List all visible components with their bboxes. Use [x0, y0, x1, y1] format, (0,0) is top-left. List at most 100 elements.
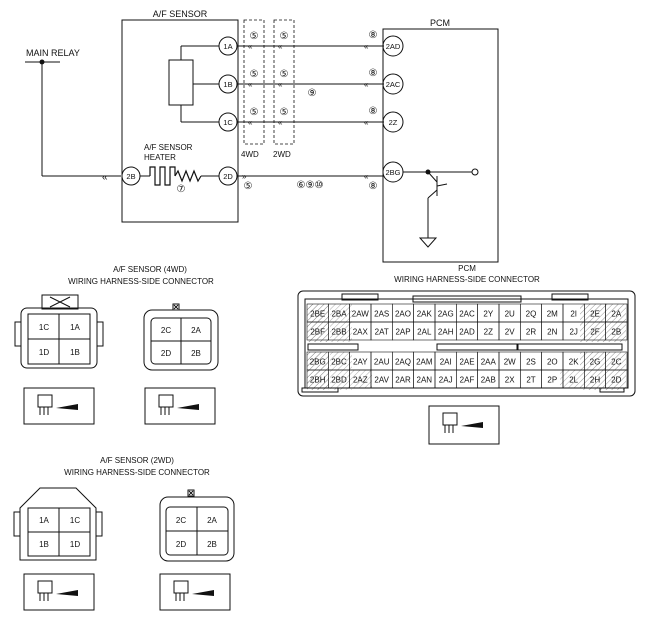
- pcm-terminal-2ad-label: 2AD: [386, 42, 401, 51]
- af-sensor-title: A/F SENSOR: [153, 9, 208, 19]
- open-terminal: [471, 168, 479, 176]
- sensor-element: [168, 59, 194, 106]
- terminal-2b-label: 2B: [126, 172, 135, 181]
- note-5: ⑤: [250, 31, 259, 42]
- pcm-pin-label: 2BE: [310, 310, 325, 319]
- ground-icon: [418, 237, 438, 248]
- pcm-pin-label: 2AH: [438, 328, 454, 337]
- svg-text:«: «: [248, 118, 253, 127]
- connector-view-icon: [159, 573, 231, 611]
- pcm-connector-outer: [297, 290, 636, 397]
- pcm-pin-label: 2I: [570, 310, 577, 319]
- pcm-pin-label: 2Y: [483, 310, 493, 319]
- pin-2b: 2B: [207, 540, 217, 549]
- note-5: ⑤: [280, 31, 289, 42]
- svg-text:«: «: [364, 80, 369, 89]
- pin-2c: 2C: [176, 516, 186, 525]
- svg-text:«: «: [248, 42, 253, 51]
- note-8: ⑧: [369, 106, 378, 117]
- schematic: A/F SENSOR PCM MAIN RELAY « A/F SENSOR H…: [25, 9, 499, 263]
- pcm-pin-label: 2M: [547, 310, 558, 319]
- pcm-pin-label: 2AZ: [353, 376, 368, 385]
- pcm-title: PCM: [430, 18, 450, 28]
- pcm-pin-label: 2AC: [459, 310, 475, 319]
- af4wd-title-2: WIRING HARNESS-SIDE CONNECTOR: [68, 277, 214, 286]
- pcm-pin-label: 2AY: [353, 358, 368, 367]
- pcm-pin-label: 2AB: [481, 376, 496, 385]
- pcm-pin-label: 2X: [505, 376, 515, 385]
- pin-1d: 1D: [39, 348, 49, 357]
- pcm-pin-label: 2BB: [331, 328, 346, 337]
- pin-1b: 1B: [70, 348, 80, 357]
- pin-2a: 2A: [191, 326, 201, 335]
- af-sensor-box: [121, 19, 239, 223]
- pin-1b: 1B: [39, 540, 49, 549]
- pcm-pin-label: 2BH: [310, 376, 326, 385]
- connector-view-icon: [23, 573, 95, 611]
- terminal-1a-label: 1A: [223, 42, 232, 51]
- note-5: ⑤: [250, 107, 259, 118]
- svg-text:«: «: [364, 172, 369, 181]
- pcm-pin-cell: [605, 321, 628, 341]
- pcm-pin-label: 2AK: [417, 310, 433, 319]
- pcm-terminal-2z-label: 2Z: [389, 118, 398, 127]
- label-2wd: 2WD: [273, 150, 291, 159]
- pin-1d: 1D: [70, 540, 80, 549]
- pcm-pin-label: 2C: [611, 358, 621, 367]
- connector-1-2wd: 1A 1C 1B 1D: [13, 487, 103, 561]
- note-8: ⑧: [369, 181, 378, 192]
- pcm-pin-label: 2BF: [310, 328, 325, 337]
- heater-resistor: [174, 169, 202, 183]
- pcm-pin-label: 2AQ: [395, 358, 411, 367]
- pcm-pin-label: 2AG: [438, 310, 454, 319]
- pcm-pin-label: 2O: [547, 358, 558, 367]
- connector-2-2wd: 2C 2A 2D 2B: [159, 489, 235, 562]
- connector-arrows: ««« ««« ««« »«: [242, 42, 369, 181]
- pin-1a: 1A: [70, 323, 80, 332]
- pin-1c: 1C: [70, 516, 80, 525]
- pin-2c: 2C: [161, 326, 171, 335]
- pcm-pin-label: 2BC: [331, 358, 347, 367]
- pcm-pin-label: 2AE: [459, 358, 474, 367]
- pin-2d: 2D: [176, 540, 186, 549]
- pcm-pin-cell: [605, 369, 628, 389]
- main-relay-label: MAIN RELAY: [26, 48, 80, 58]
- pcm-pin-label: 2AV: [374, 376, 389, 385]
- pcm-pin-label: 2Z: [484, 328, 493, 337]
- pcm-pin-label: 2J: [569, 328, 577, 337]
- pcm-pin-label: 2K: [569, 358, 579, 367]
- pcm-pin-label: 2Q: [526, 310, 537, 319]
- af2wd-title-2: WIRING HARNESS-SIDE CONNECTOR: [64, 468, 210, 477]
- pcm-pin-label: 2U: [505, 310, 515, 319]
- dashed-box-4wd: [243, 19, 265, 145]
- pcm-pin-label: 2B: [611, 328, 621, 337]
- af-4wd-connectors: A/F SENSOR (4WD) WIRING HARNESS-SIDE CON…: [14, 265, 219, 425]
- pcm-pin-label: 2AP: [395, 328, 410, 337]
- pcm-pin-label: 2E: [590, 310, 600, 319]
- note-5: ⑤: [250, 69, 259, 80]
- pcm-terminal-2ac: [382, 73, 404, 95]
- connector-view-icon: [23, 387, 95, 425]
- pcm-pin-label: 2BG: [310, 358, 326, 367]
- terminal-1b-label: 1B: [223, 80, 232, 89]
- pcm-terminal-2ad: [382, 35, 404, 57]
- pcm-pin-label: 2G: [590, 358, 601, 367]
- note-9: ⑨: [308, 88, 317, 99]
- connector-1-4wd: 1C 1A 1D 1B: [14, 294, 104, 369]
- pcm-pin-label: 2AW: [352, 310, 369, 319]
- pcm-pin-label: 2AX: [353, 328, 369, 337]
- pcm-terminal-2z: [382, 111, 404, 133]
- pcm-pin-label: 2R: [526, 328, 536, 337]
- svg-text:»: »: [242, 172, 247, 181]
- pcm-pin-label: 2BD: [331, 376, 347, 385]
- note-8: ⑧: [369, 68, 378, 79]
- pcm-pin-label: 2AJ: [439, 376, 453, 385]
- heater-coil: [149, 166, 176, 186]
- pcm-pin-label: 2V: [505, 328, 515, 337]
- pcm-pin-label: 2AO: [395, 310, 411, 319]
- pcm-pin-label: 2AF: [460, 376, 475, 385]
- pcm-terminal-2ac-label: 2AC: [386, 80, 401, 89]
- pcm-pin-label: 2AR: [395, 376, 411, 385]
- pcm-pin-label: 2AI: [440, 358, 452, 367]
